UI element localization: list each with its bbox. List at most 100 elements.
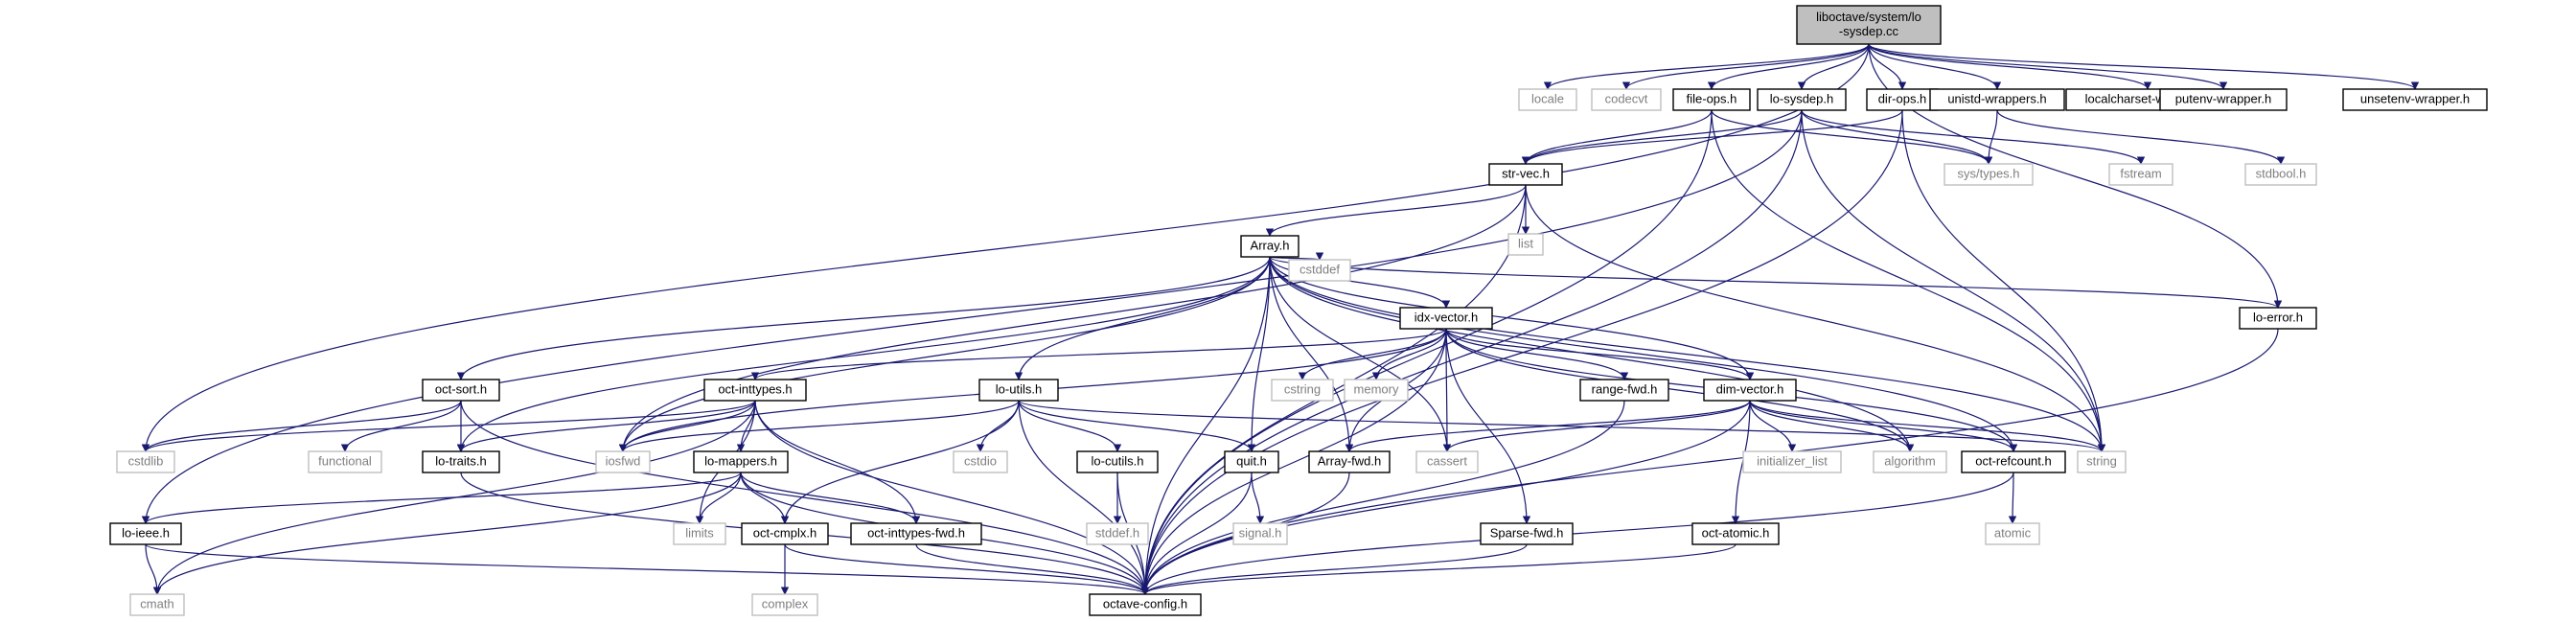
node-label: lo-mappers.h [704, 453, 777, 468]
node-label: signal.h [1239, 525, 1282, 540]
node-root[interactable]: liboctave/system/lo-sysdep.cc [1796, 5, 1942, 45]
node-box [2108, 163, 2174, 186]
edge-oct_inttypes-to-lo_mappers [736, 400, 756, 452]
edge-lo_mappers-to-oct_cmplx [740, 472, 790, 524]
node-box [1757, 88, 1847, 111]
edge-layer [141, 43, 2420, 595]
node-box [1288, 259, 1351, 282]
node-putenv[interactable]: putenv-wrapper.h [2159, 88, 2288, 111]
edge-oct_inttypes-to-octave_config [754, 400, 1150, 595]
edge-dim_vector-to-string [1749, 400, 2106, 452]
node-dim-vector[interactable]: dim-vector.h [1703, 379, 1797, 402]
node-array[interactable]: Array.h [1240, 235, 1300, 258]
node-lo-ieee[interactable]: lo-ieee.h [109, 522, 182, 545]
node-unistd-wrappers[interactable]: unistd-wrappers.h [1929, 88, 2065, 111]
node-cstring: cstring [1271, 379, 1334, 402]
node-cstdlib: cstdlib [116, 450, 175, 473]
edge-oct_atomic-to-octave_config [1140, 543, 1736, 595]
node-array-fwd[interactable]: Array-fwd.h [1308, 450, 1391, 473]
edge-idx_vector-to-octave_config [1140, 328, 1447, 595]
node-label: dim-vector.h [1716, 381, 1784, 396]
edge-idx_vector-to-range_fwd [1445, 328, 1629, 380]
edge-lo_sysdep-to-str_vec [1521, 109, 1803, 165]
edge-lo_ieee-to-cmath [145, 543, 162, 595]
edge-unistd_wrappers-to-stdbool [1996, 109, 2286, 165]
edge-file_ops-to-octave_config [1140, 109, 1713, 595]
node-oct-atomic[interactable]: oct-atomic.h [1691, 522, 1780, 545]
edge-oct_sort-to-cstdlib [141, 400, 462, 452]
node-box [1518, 88, 1577, 111]
node-idx-vector[interactable]: idx-vector.h [1399, 307, 1493, 330]
node-oct-inttypes-fwd[interactable]: oct-inttypes-fwd.h [850, 522, 982, 545]
edge-file_ops-to-string [1711, 109, 2106, 452]
node-label: limits [685, 525, 714, 540]
node-box [1415, 450, 1479, 473]
node-box [1796, 5, 1942, 45]
edge-file_ops-to-str_vec [1521, 109, 1713, 165]
node-sparse-fwd[interactable]: Sparse-fwd.h [1480, 522, 1574, 545]
node-box [2342, 88, 2488, 111]
node-oct-inttypes[interactable]: oct-inttypes.h [703, 379, 807, 402]
node-label: putenv-wrapper.h [2175, 91, 2271, 105]
node-cassert: cassert [1415, 450, 1479, 473]
node-signal: signal.h [1232, 522, 1288, 545]
node-str-vec[interactable]: str-vec.h [1488, 163, 1563, 186]
node-unsetenv[interactable]: unsetenv-wrapper.h [2342, 88, 2488, 111]
node-lo-mappers[interactable]: lo-mappers.h [693, 450, 789, 473]
node-range-fwd[interactable]: range-fwd.h [1579, 379, 1669, 402]
node-label: atomic [1994, 525, 2032, 540]
node-label: oct-refcount.h [1975, 453, 2052, 468]
edge-dim_vector-to-algorithm [1749, 400, 1915, 452]
node-lo-utils[interactable]: lo-utils.h [978, 379, 1059, 402]
node-lo-traits[interactable]: lo-traits.h [422, 450, 500, 473]
edge-range_fwd-to-octave_config [1140, 400, 1625, 595]
edge-array-to-string [1269, 256, 2106, 452]
node-fstream: fstream [2108, 163, 2174, 186]
node-box [2239, 307, 2317, 330]
node-box [1480, 522, 1574, 545]
node-quit[interactable]: quit.h [1224, 450, 1279, 473]
node-box [1089, 593, 1202, 616]
node-lo-error[interactable]: lo-error.h [2239, 307, 2317, 330]
node-lo-cutils[interactable]: lo-cutils.h [1076, 450, 1159, 473]
node-box [673, 522, 726, 545]
node-label: iosfwd [606, 453, 641, 468]
node-oct-cmplx[interactable]: oct-cmplx.h [741, 522, 829, 545]
edge-lo_sysdep-to-lo_ieee [141, 109, 1803, 524]
edge-dim_vector-to-array_fwd [1345, 400, 1751, 452]
edge-array-to-lo_traits [456, 256, 1271, 452]
node-label: oct-atomic.h [1702, 525, 1770, 540]
node-label: string [2086, 453, 2117, 468]
node-label: cassert [1427, 453, 1467, 468]
node-label: oct-cmplx.h [753, 525, 816, 540]
node-octave-config[interactable]: octave-config.h [1089, 593, 1202, 616]
node-stdbool: stdbool.h [2244, 163, 2317, 186]
edge-quit-to-signal [1251, 472, 1265, 524]
edge-array-to-idx_vector [1269, 256, 1451, 309]
edge-oct_inttypes-to-cstdlib [141, 400, 756, 452]
node-box [1579, 379, 1669, 402]
node-iosfwd: iosfwd [595, 450, 651, 473]
edge-quit-to-octave_config [1140, 472, 1253, 595]
node-box [1507, 233, 1544, 256]
edge-root-to-localcharset [1868, 43, 2152, 90]
edge-root-to-unistd_wrappers [1868, 43, 2002, 90]
node-box [703, 379, 807, 402]
node-box [1240, 235, 1300, 258]
node-label: unsetenv-wrapper.h [2360, 91, 2470, 105]
edge-file_ops-to-sys_types [1711, 109, 1993, 165]
edge-root-to-putenv [1868, 43, 2228, 90]
node-lo-sysdep[interactable]: lo-sysdep.h [1757, 88, 1847, 111]
edge-array-to-oct_sort [456, 256, 1271, 380]
node-label: range-fwd.h [1592, 381, 1658, 396]
node-label: lo-utils.h [996, 381, 1042, 396]
node-oct-refcount[interactable]: oct-refcount.h [1961, 450, 2066, 473]
node-label: octave-config.h [1103, 596, 1187, 610]
node-box [1703, 379, 1797, 402]
edge-oct_inttypes-to-lo_traits [456, 400, 756, 452]
node-dir-ops[interactable]: dir-ops.h [1866, 88, 1939, 111]
node-oct-sort[interactable]: oct-sort.h [422, 379, 500, 402]
node-file-ops[interactable]: file-ops.h [1672, 88, 1751, 111]
edge-lo_utils-to-lo_cutils [1018, 400, 1122, 452]
node-box [116, 450, 175, 473]
